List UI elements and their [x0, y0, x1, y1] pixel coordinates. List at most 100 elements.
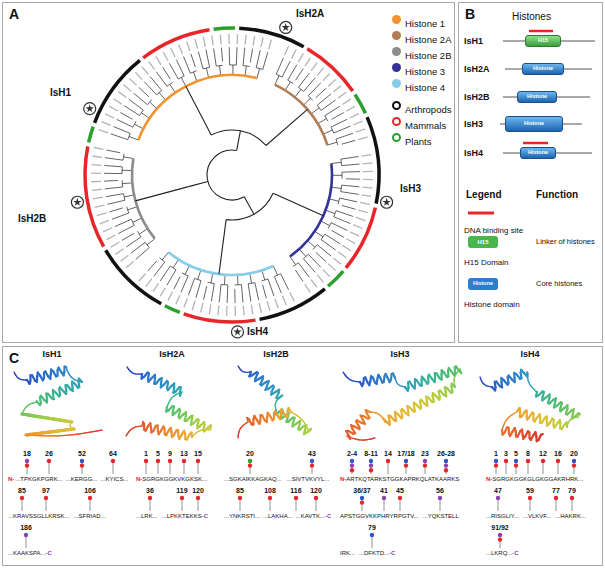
sequence-fragment: ...DFKTD... — [359, 550, 389, 556]
leaf-name-mark — [109, 106, 118, 111]
leaf-name-mark — [129, 78, 136, 85]
legend-item: Histone 2A — [392, 30, 451, 46]
tree-branch — [173, 259, 178, 267]
tree-branch — [124, 106, 139, 116]
domain-name: Histone — [528, 150, 548, 156]
ribbon-segment — [164, 381, 168, 385]
leaf-name-mark — [350, 232, 359, 236]
tree-branch — [311, 108, 319, 114]
tree-branch — [332, 230, 344, 237]
tree-branch — [308, 254, 320, 267]
tree-branch — [303, 259, 315, 273]
tree-branch — [327, 142, 337, 145]
sequence-fragment: ...KYICS... — [100, 476, 128, 482]
function-text: Linker of histones — [536, 238, 595, 246]
tree-branch — [122, 170, 132, 171]
ribbon-segment — [179, 435, 181, 439]
domain-box: Histone — [505, 116, 563, 132]
tree-branch — [162, 252, 168, 260]
tree-branch — [331, 119, 347, 127]
tree-branch — [219, 220, 226, 275]
tree-branch — [326, 210, 335, 214]
tree-branch — [276, 58, 283, 74]
tree-branch — [341, 192, 359, 195]
structure-title: IsH2A — [159, 350, 185, 359]
protein-tag: IsH4 — [247, 327, 268, 337]
tree-branch — [336, 211, 353, 217]
sequence-fragment: ...LKRQ... — [486, 550, 512, 556]
sequence-fragment: N- — [8, 476, 14, 482]
modification-dot — [382, 496, 386, 500]
leaf-name-mark — [333, 258, 341, 264]
legend-swatch — [392, 63, 401, 72]
legend-ring-sample — [392, 133, 401, 142]
ribbon-segment — [61, 372, 63, 375]
sequence-fragment: ...VLKVF... — [523, 513, 551, 519]
ribbon-segment — [209, 429, 211, 431]
taxon-ring — [346, 208, 375, 268]
modification-dot — [498, 537, 502, 541]
tree-branch — [227, 285, 229, 303]
protein-tag: IsH2A — [296, 9, 324, 19]
tree-branch — [211, 284, 214, 302]
modification-dot — [404, 463, 408, 467]
sequence-fragment: N- — [486, 476, 492, 482]
taxon-ring — [355, 95, 365, 114]
ribbon-segment — [456, 366, 459, 371]
tree-branch — [170, 84, 176, 92]
tree-branch — [315, 231, 323, 237]
ribbon-segment — [71, 420, 72, 423]
legend-item: Mammals — [392, 116, 446, 132]
legend-ring-sample — [392, 117, 401, 126]
leaf-name-mark — [118, 92, 126, 98]
function-text: Core histones — [536, 280, 582, 288]
binding-site-bar — [523, 142, 548, 145]
ribbon-segment — [36, 400, 38, 402]
leaf-name-mark — [103, 228, 112, 232]
ribbon-segment — [566, 408, 568, 413]
leaf-name-mark — [146, 279, 152, 287]
ribbon-segment — [101, 429, 102, 431]
tree-branch — [117, 119, 133, 127]
modification-dot — [156, 459, 160, 463]
leaf-name-mark — [184, 298, 187, 307]
tree-branch — [118, 225, 134, 233]
swatch-text: Histone — [473, 281, 493, 287]
ribbon-segment — [366, 410, 370, 412]
leaf-name-mark — [305, 284, 311, 292]
tree-branch — [342, 171, 360, 172]
taxon-ring — [143, 30, 209, 58]
legend-item: Histone domain — [464, 294, 520, 310]
tree-branch — [243, 48, 245, 66]
tree-branch — [316, 88, 326, 97]
structure-title: IsH1 — [42, 350, 61, 359]
panel-letter: C — [9, 351, 596, 365]
leaf-name-mark — [115, 249, 123, 255]
tree-branch — [105, 158, 123, 160]
structure-title: IsH3 — [390, 350, 409, 359]
ribbon-segment — [140, 374, 143, 379]
leaf-name-mark — [346, 239, 355, 244]
ribbon-segment — [546, 417, 548, 422]
domain-name: Histone — [524, 121, 544, 127]
leaf-name-mark — [269, 40, 272, 50]
legend-item: Plants — [392, 132, 431, 148]
site-number: 14 — [384, 450, 392, 457]
leaf-name-mark — [261, 37, 263, 47]
tree-branch — [226, 193, 273, 220]
ribbon-segment — [454, 367, 456, 373]
tree-branch — [298, 73, 309, 87]
leaf-name-mark — [353, 225, 362, 229]
leaf-name-mark — [245, 35, 246, 45]
taxon-ring — [239, 28, 304, 47]
modification-dot — [554, 496, 558, 500]
leaf-name-mark — [253, 36, 255, 46]
modification-dot — [496, 496, 500, 500]
sequence-fragment: ...KRAVSSGLLKRSK... — [8, 513, 70, 519]
sequence-fragment: ...SGKAIKKAGKAQ... — [224, 476, 282, 482]
site-number: 116 — [290, 487, 301, 494]
modification-dot — [370, 533, 374, 537]
legend-item: Arthropods — [392, 100, 451, 116]
tree-branch — [331, 162, 341, 163]
